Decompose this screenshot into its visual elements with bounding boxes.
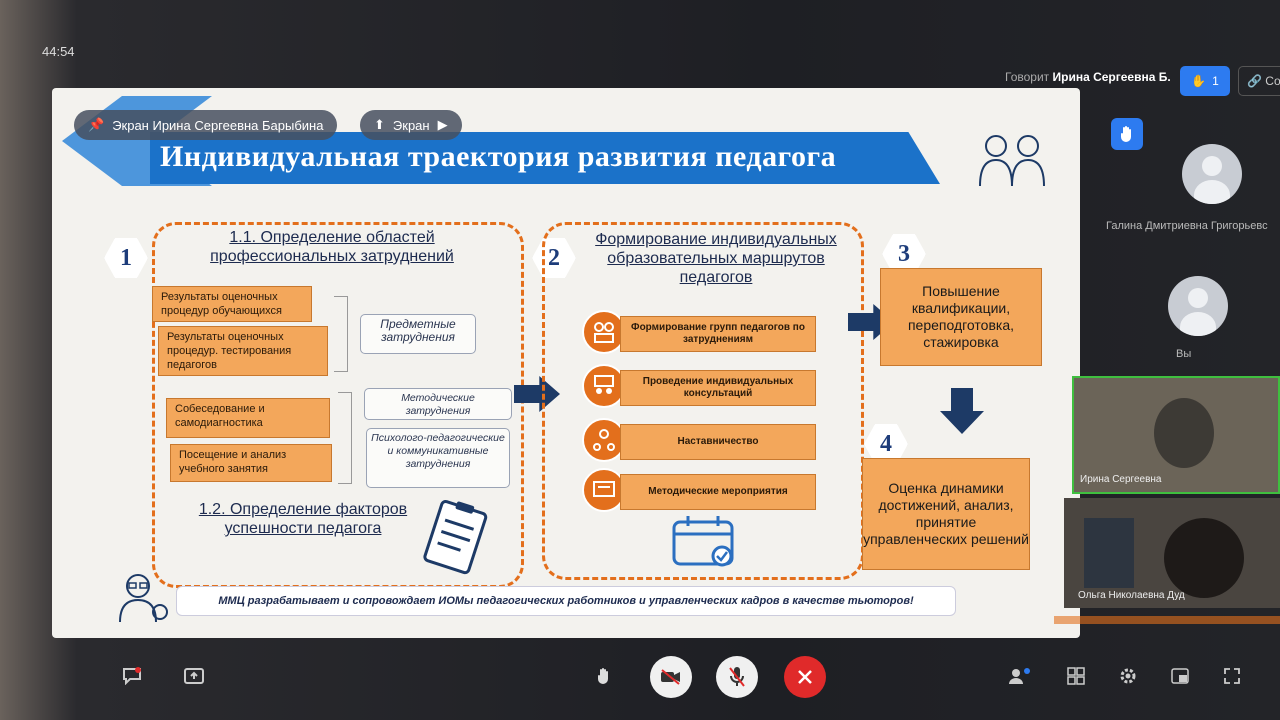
participant-video-4[interactable]: Ольга Николаевна Дуд (1064, 498, 1280, 608)
block-2-frame (542, 222, 864, 580)
item-lesson-visit: Посещение и анализ учебного занятия (170, 444, 332, 482)
participant-name-3: Ирина Сергеевна (1080, 474, 1162, 485)
shared-screen: Индивидуальная траектория развития педаг… (52, 88, 1080, 638)
tag-subject: Предметные затруднения (360, 314, 476, 354)
participant-name-1: Галина Дмитриевна Григорьевс (1106, 220, 1268, 232)
raised-hand-icon (1111, 118, 1143, 150)
slide-title: Индивидуальная траектория развития педаг… (160, 140, 837, 173)
screen-label: Экран (392, 117, 430, 133)
title-band (150, 132, 940, 184)
block-1-subheading: 1.2. Определение факторов успешности пед… (198, 501, 408, 537)
copy-link-button[interactable]: 🔗 Со (1238, 66, 1280, 96)
screen-share-icon: ⬆ (374, 117, 385, 132)
pip-icon[interactable] (1168, 664, 1192, 688)
bracket-b (338, 392, 352, 484)
item-results-teachers: Результаты оценочных процедур. тестирова… (158, 326, 328, 376)
step-label: Формирование групп педагогов по затрудне… (620, 316, 816, 352)
tag-psychological: Психолого-педагогические и коммуникативн… (366, 428, 510, 488)
screen-owner-pill[interactable]: 📌 Экран Ирина Сергеевна Барыбина (74, 110, 338, 140)
screen-owner-label: Экран Ирина Сергеевна Барыбина (112, 117, 324, 133)
raised-hands-button[interactable]: ✋ 1 (1180, 66, 1230, 96)
raised-hands-count: 1 (1212, 74, 1219, 88)
leave-call-button[interactable] (784, 656, 826, 698)
camera-icon: ▶ (437, 117, 448, 132)
block-2-heading: Формирование индивидуальных образователь… (595, 231, 837, 286)
camera-off-icon (661, 669, 680, 685)
share-screen-icon[interactable] (182, 664, 206, 688)
camera-off-button[interactable] (650, 656, 692, 698)
pin-icon: 📌 (88, 117, 105, 132)
speaker-name: Ирина Сергеевна Б. (1052, 70, 1171, 84)
calendar-icon (672, 516, 734, 567)
step-number-1: 1 (104, 238, 148, 278)
block-1-heading: 1.1. Определение областей профессиональн… (210, 229, 454, 265)
participant-name-4: Ольга Николаевна Дуд (1078, 590, 1185, 601)
close-icon (798, 670, 812, 684)
step-row-mentoring: Наставничество (582, 418, 822, 462)
mic-off-button[interactable] (716, 656, 758, 698)
speaker-prefix: Говорит (1005, 70, 1050, 84)
screen-switch-pill[interactable]: ⬆ Экран ▶ (360, 110, 462, 140)
step-label: Проведение индивидуальных консультаций (620, 370, 816, 406)
mentoring-icon (582, 418, 626, 462)
copy-link-label: Со (1265, 74, 1280, 88)
fullscreen-icon[interactable] (1220, 664, 1244, 688)
tutor-icon (119, 574, 168, 623)
grid-layout-icon[interactable] (1064, 664, 1088, 688)
settings-gear-icon[interactable] (1116, 664, 1140, 688)
step-label: Наставничество (620, 424, 816, 460)
mic-off-icon (729, 667, 745, 687)
bracket-a (334, 296, 348, 372)
participant-avatar-1 (1182, 144, 1242, 204)
active-speaker: Говорит Ирина Сергеевна Б. (1005, 70, 1171, 84)
block-3-box: Повышение квалификации, переподготовка, … (880, 268, 1042, 366)
arrow-3-to-4 (940, 388, 984, 434)
participant-name-2: Вы (1176, 348, 1192, 360)
participant-avatar-2 (1168, 276, 1228, 336)
raise-hand-icon[interactable] (592, 664, 616, 688)
person-silhouette (1154, 398, 1214, 468)
step-row-events: Методические мероприятия (582, 468, 822, 512)
hand-icon: ✋ (1191, 74, 1207, 88)
speaker-highlight-bar (1054, 616, 1280, 624)
footer-note: ММЦ разрабатывает и сопровождает ИОМы пе… (176, 586, 956, 616)
participant-video-3[interactable]: Ирина Сергеевна (1072, 376, 1280, 494)
bookshelf (1084, 518, 1134, 588)
block-4-box: Оценка динамики достижений, анализ, прин… (862, 458, 1030, 570)
item-interview: Собеседование и самодиагностика (166, 398, 330, 438)
item-results-students: Результаты оценочных процедур обучающихс… (152, 286, 312, 322)
tag-methodical: Методические затруднения (364, 388, 512, 420)
group-icon (582, 310, 626, 354)
link-icon: 🔗 (1247, 74, 1262, 88)
step-row-groups: Формирование групп педагогов по затрудне… (582, 310, 822, 354)
clipboard-icon (423, 499, 488, 575)
chat-icon[interactable] (120, 664, 144, 688)
step-label: Методические мероприятия (620, 474, 816, 510)
participants-icon[interactable] (1008, 664, 1032, 688)
step-row-consultations: Проведение индивидуальных консультаций (582, 364, 822, 408)
teachers-icon (979, 135, 1045, 187)
meeting-timer: 44:54 (42, 44, 75, 59)
person-silhouette (1164, 518, 1244, 598)
